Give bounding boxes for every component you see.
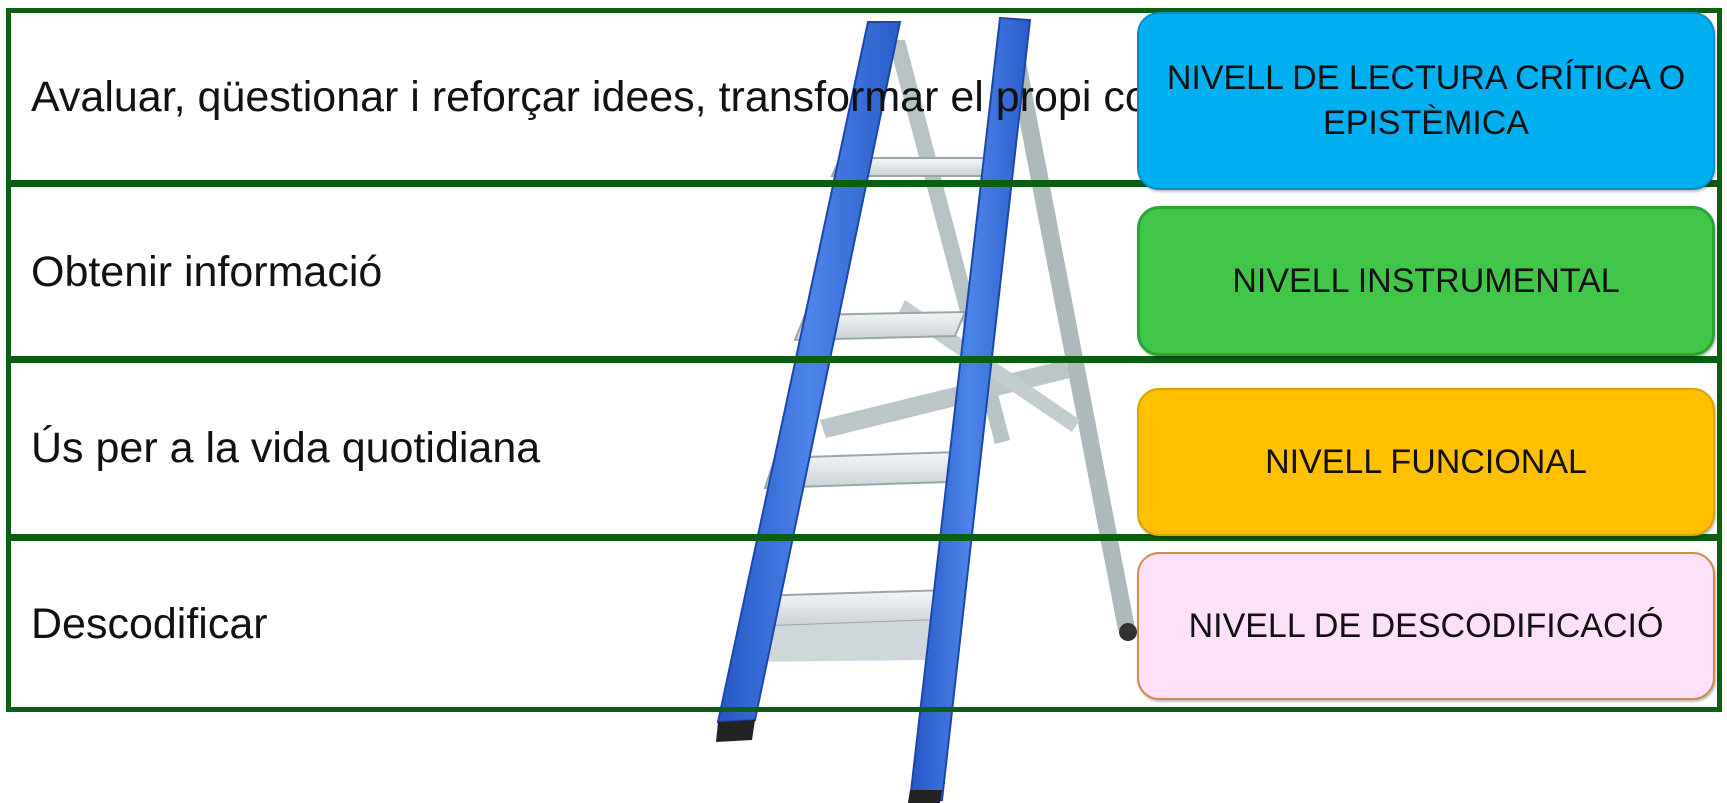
level-box-critica: NIVELL DE LECTURA CRÍTICA O EPISTÈMICA	[1137, 12, 1715, 190]
row-description: Ús per a la vida quotidiana	[31, 423, 541, 472]
row-description: Descodificar	[31, 600, 268, 648]
level-row-4: Descodificar	[6, 536, 1722, 712]
row-description: Obtenir informació	[31, 247, 383, 296]
level-box-descodificacio: NIVELL DE DESCODIFICACIÓ	[1137, 552, 1715, 700]
level-box-funcional: NIVELL FUNCIONAL	[1137, 388, 1715, 536]
row-description: Avaluar, qüestionar i reforçar idees, tr…	[31, 72, 1348, 121]
ladder-steps	[740, 157, 997, 662]
level-box-instrumental: NIVELL INSTRUMENTAL	[1137, 206, 1715, 356]
